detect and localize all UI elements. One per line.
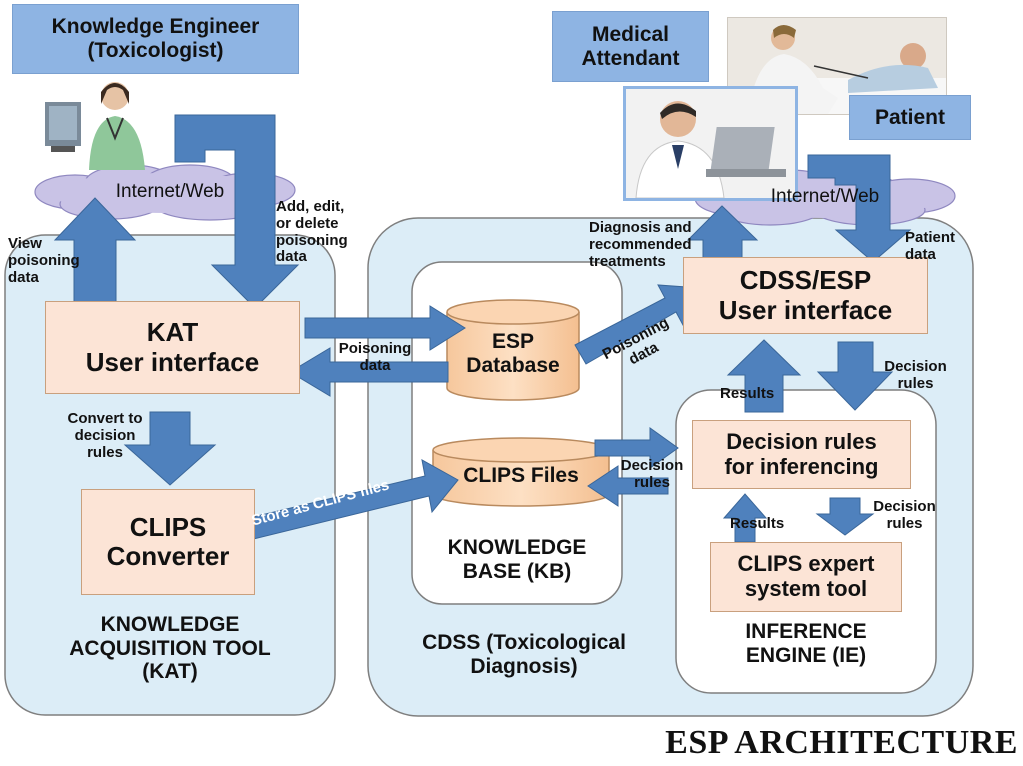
arrow-add-edit-delete bbox=[174, 114, 300, 309]
internet-label-left: Internet/Web bbox=[115, 181, 225, 202]
view-poisoning-label: View poisoning data bbox=[8, 235, 80, 286]
convert-rules-label: Convert to decision rules bbox=[67, 410, 143, 461]
decision-rules-mid-label: Decision rules bbox=[620, 457, 684, 491]
arrow-db-to-kat bbox=[289, 347, 449, 397]
arrow-kat-to-db bbox=[304, 305, 466, 351]
patient-label: Patient bbox=[849, 95, 971, 140]
medical-attendant-label: Medical Attendant bbox=[552, 11, 709, 82]
medical-attendant-photo bbox=[623, 86, 798, 201]
diagnosis-label: Diagnosis and recommended treatments bbox=[589, 219, 692, 270]
cdss-user-interface: CDSS/ESP User interface bbox=[683, 257, 928, 334]
knowledge-engineer-label: Knowledge Engineer (Toxicologist) bbox=[12, 4, 299, 74]
patient-data-label: Patient data bbox=[905, 229, 956, 263]
esp-database-label: ESP Database bbox=[466, 330, 560, 377]
internet-label-right: Internet/Web bbox=[770, 186, 880, 207]
esp-database-cylinder bbox=[446, 299, 580, 401]
diagram-caption: ESP ARCHITECTURE bbox=[665, 724, 1018, 761]
clips-converter: CLIPS Converter bbox=[81, 489, 255, 595]
kat-user-interface: KAT User interface bbox=[45, 301, 300, 394]
arrow-patient-data bbox=[807, 154, 912, 263]
decision-rules-box: Decision rules for inferencing bbox=[692, 420, 911, 489]
arrow-results-inner bbox=[722, 493, 768, 543]
arrow-decision-rules-down bbox=[816, 341, 894, 411]
decision-rules-inner-label: Decision rules bbox=[873, 498, 936, 532]
clips-files-label: CLIPS Files bbox=[463, 464, 579, 487]
clips-files-cylinder bbox=[432, 437, 610, 507]
arrow-clips-to-rules bbox=[594, 427, 679, 469]
results-top-label: Results bbox=[720, 385, 775, 402]
kat-region-label: KNOWLEDGE ACQUISITION TOOL (KAT) bbox=[69, 613, 271, 684]
arrow-convert-rules bbox=[123, 411, 217, 486]
results-inner-label: Results bbox=[730, 515, 785, 532]
arrow-results-up bbox=[726, 339, 802, 413]
toxicologist-photo bbox=[45, 74, 157, 170]
kb-region-label: KNOWLEDGE BASE (KB) bbox=[447, 536, 587, 583]
add-edit-delete-label: Add, edit, or delete poisoning data bbox=[276, 198, 348, 266]
decision-rules-top-label: Decision rules bbox=[884, 358, 947, 392]
cdss-region-label: CDSS (Toxicological Diagnosis) bbox=[422, 631, 626, 678]
arrow-store-clips bbox=[231, 459, 459, 544]
poisoning-data-back-label: Poisoning data bbox=[338, 340, 412, 374]
ie-region-label: INFERENCE ENGINE (IE) bbox=[745, 620, 867, 667]
arrow-rules-to-clips bbox=[587, 465, 669, 507]
arrow-decision-rules-inner bbox=[815, 497, 875, 536]
clips-expert-tool: CLIPS expert system tool bbox=[710, 542, 902, 612]
